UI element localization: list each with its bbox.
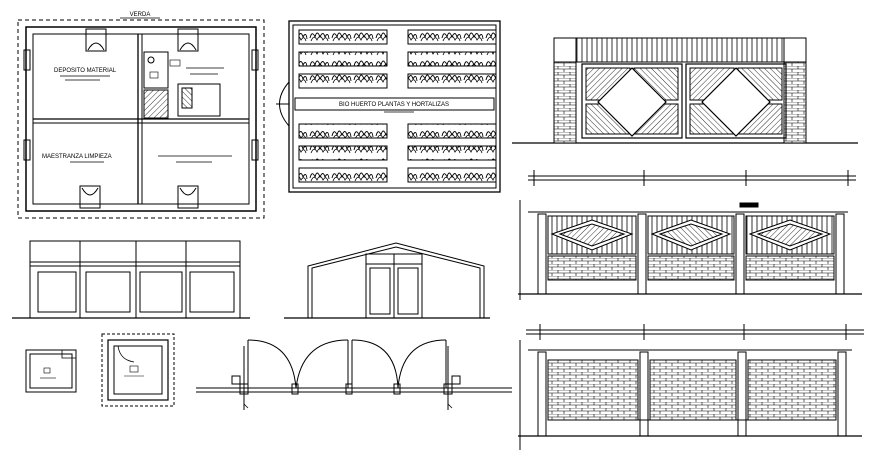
fence-panel-3	[745, 215, 835, 281]
building-elevation	[12, 240, 250, 319]
door-leaf-1	[247, 339, 297, 389]
door-leaf-2	[295, 339, 349, 389]
door-swing-plan	[196, 339, 512, 410]
plan-outer-dashed	[17, 19, 265, 219]
brick-panel-3	[747, 359, 837, 421]
gate-leaf-left	[581, 63, 683, 139]
garden-label: BIO HUERTO PLANTAS Y HORTALIZAS	[339, 102, 449, 108]
room-label-maestranza: MAESTRANZA LIMPIEZA	[42, 154, 112, 160]
planter-rows-top	[298, 29, 497, 89]
fence-elevation	[518, 200, 862, 300]
garden-plan: BIO HUERTO PLANTAS Y HORTALIZAS	[276, 20, 501, 193]
elevation-wall	[29, 240, 241, 319]
door-bottom-left	[79, 185, 101, 209]
plan-title: VERDA	[130, 12, 151, 18]
room-label-deposito: DEPOSITO MATERIAL	[54, 68, 117, 74]
garden-path	[294, 97, 495, 111]
brick-panel-1	[547, 359, 639, 421]
fence-panel-2	[647, 215, 735, 281]
floor-plan: VERDA DEPOSITO MATERIAL MAESTRANZA LIMPI…	[17, 12, 265, 219]
gate-elevation	[512, 37, 858, 144]
column-detail-small	[25, 349, 77, 393]
shower	[143, 89, 169, 119]
column-detail-large	[101, 333, 175, 407]
fence-panel-1	[547, 215, 637, 281]
gate-dimension-line	[528, 170, 856, 186]
brick-wall-elevation	[518, 340, 862, 450]
wc-stall	[143, 51, 169, 89]
door-bottom-right	[177, 185, 199, 209]
gable-elevation	[284, 242, 490, 319]
planter-rows-bottom	[298, 123, 497, 183]
door-leaf-4	[397, 339, 447, 389]
brick-panel-2	[649, 359, 737, 421]
gate-leaf-right	[685, 63, 787, 139]
door-top-right	[177, 28, 199, 52]
door-top-left	[85, 28, 107, 52]
counter	[177, 83, 221, 117]
fence-dimension-line	[526, 324, 864, 340]
plan-outer-wall	[25, 26, 257, 212]
garden-outer	[288, 20, 501, 193]
door-leaf-3	[351, 339, 399, 389]
